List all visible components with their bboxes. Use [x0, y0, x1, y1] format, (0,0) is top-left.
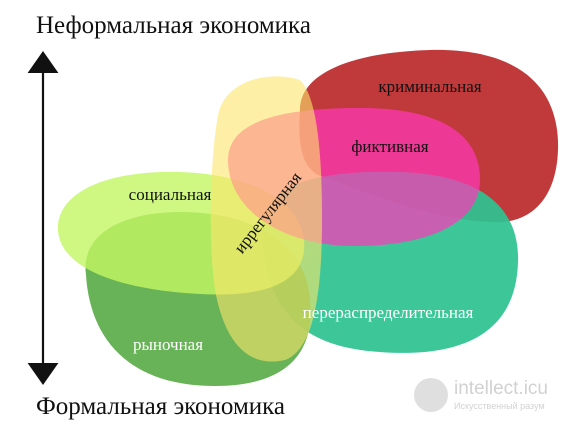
label-redistributive: перераспределительная — [303, 303, 474, 322]
watermark-subtext: Искусственный разум — [454, 401, 545, 411]
label-market: рыночная — [133, 335, 203, 354]
label-criminal: криминальная — [378, 77, 481, 96]
label-social: социальная — [129, 185, 212, 204]
set-irregular-blob — [210, 76, 322, 362]
label-fictitious: фиктивная — [351, 137, 428, 156]
title-formal-economy: Формальная экономика — [36, 393, 286, 420]
watermark: intellect.icu Искусственный разум — [414, 378, 570, 418]
watermark-text: intellect.icu — [454, 378, 548, 399]
title-informal-economy: Неформальная экономика — [36, 12, 311, 39]
watermark-logo-icon — [414, 378, 448, 412]
